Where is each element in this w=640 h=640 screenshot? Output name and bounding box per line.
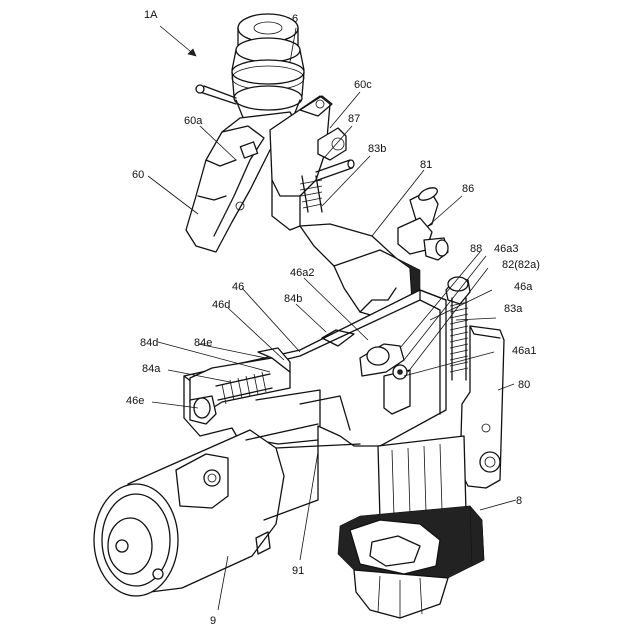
part-86: [398, 185, 448, 260]
label-83b: 83b: [368, 143, 386, 155]
label-46a1: 46a1: [512, 345, 536, 357]
label-81: 81: [420, 159, 432, 171]
part-6-cylinder: [196, 14, 304, 120]
label-80: 80: [518, 379, 530, 391]
label-9: 9: [210, 615, 216, 627]
label-60: 60: [132, 169, 144, 181]
label-6: 6: [292, 13, 298, 25]
label-1A: 1A: [144, 9, 158, 21]
label-87: 87: [348, 113, 360, 125]
label-60c: 60c: [354, 79, 372, 91]
label-46a: 46a: [514, 281, 533, 293]
label-83a: 83a: [504, 303, 523, 315]
label-84b: 84b: [284, 293, 302, 305]
label-46a3: 46a3: [494, 243, 518, 255]
label-8: 8: [516, 495, 522, 507]
label-82-82a: 82(82a): [502, 259, 540, 271]
label-84d: 84d: [140, 337, 158, 349]
part-83a-spring: [446, 277, 470, 380]
label-91: 91: [292, 565, 304, 577]
label-86: 86: [462, 183, 474, 195]
part-8-housing: [338, 436, 484, 618]
label-84a: 84a: [142, 363, 161, 375]
label-84e: 84e: [194, 337, 212, 349]
label-46e: 46e: [126, 395, 144, 407]
label-88: 88: [470, 243, 482, 255]
part-9-cylinder-lock: [94, 424, 360, 596]
label-46: 46: [232, 281, 244, 293]
label-46d: 46d: [212, 299, 230, 311]
label-46a2: 46a2: [290, 267, 314, 279]
label-60a: 60a: [184, 115, 203, 127]
